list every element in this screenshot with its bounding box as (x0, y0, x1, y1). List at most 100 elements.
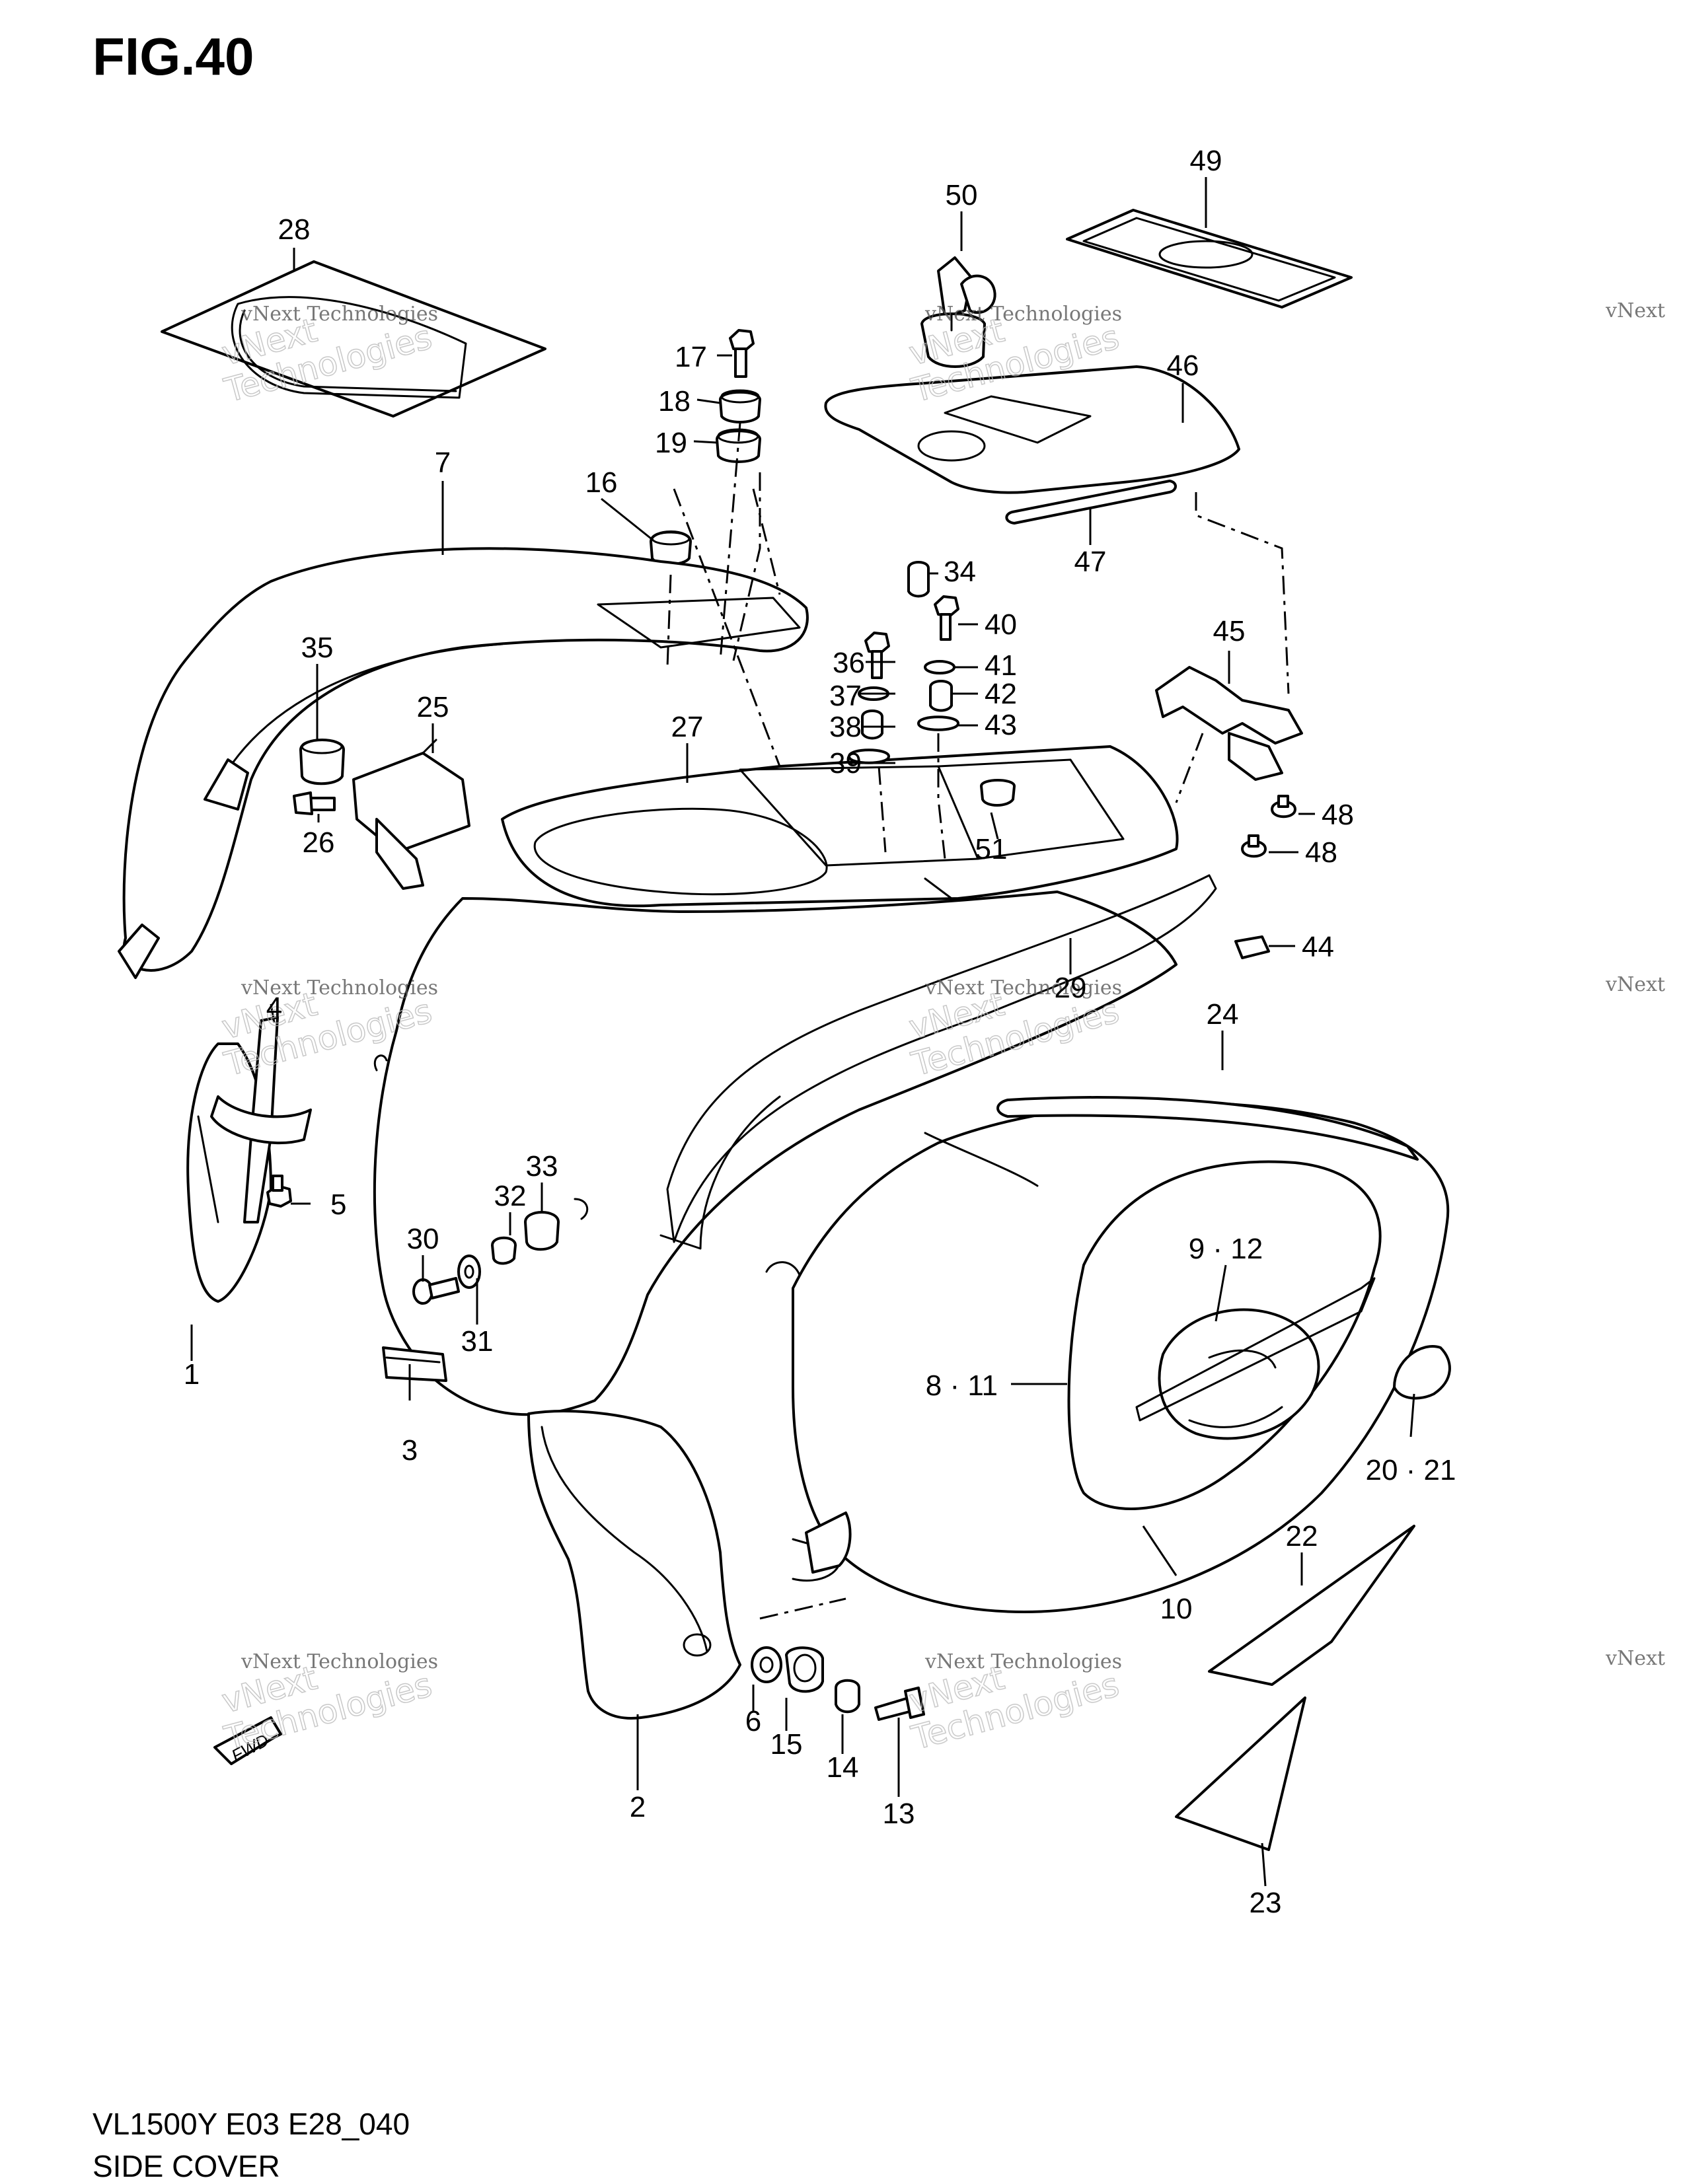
part-23-decal (1175, 1696, 1306, 1851)
part-19-cushion (716, 428, 761, 463)
callout-16: 16 (585, 466, 618, 499)
callout-8-11: 8 · 11 (926, 1369, 998, 1402)
figure-title: FIG.40 (93, 27, 254, 86)
callout-45: 45 (1213, 615, 1246, 647)
part-24-molding (996, 1096, 1419, 1161)
model-code: VL1500Y E03 E28_040 (93, 2107, 410, 2141)
part-25-bracket (352, 739, 470, 890)
callout-22: 22 (1286, 1520, 1318, 1552)
callout-14: 14 (827, 1751, 859, 1784)
part-16-cushion (650, 530, 692, 565)
watermark-text: vNext (1605, 299, 1665, 322)
callout-25: 25 (417, 691, 449, 723)
callout-50: 50 (946, 179, 978, 211)
watermark-text: vNext Technologies (241, 976, 438, 1000)
part-17-bolt (729, 329, 755, 378)
callout-15: 15 (770, 1728, 803, 1761)
callout-48b: 48 (1305, 836, 1337, 869)
part-44-clip (1234, 935, 1270, 959)
callout-2: 2 (630, 1791, 646, 1823)
part-4-grommet-strip (210, 1016, 312, 1223)
part-28-seat-pad (161, 260, 546, 418)
part-6-washer (751, 1646, 782, 1683)
part-14-collar (835, 1679, 860, 1714)
part-45-bracket (1155, 666, 1303, 781)
part-33-32-spacers (491, 1198, 589, 1265)
part-20-21-reflector (1393, 1345, 1451, 1400)
callout-34: 34 (944, 556, 976, 588)
callout-4: 4 (266, 992, 282, 1024)
callout-28: 28 (278, 213, 311, 246)
callout-7: 7 (435, 447, 451, 479)
callout-3: 3 (402, 1434, 418, 1467)
callout-27: 27 (671, 711, 704, 743)
callout-42: 42 (985, 678, 1017, 710)
callout-23: 23 (1250, 1887, 1282, 1919)
callout-51: 51 (975, 833, 1008, 865)
part-15-grommet (785, 1646, 824, 1693)
callout-46: 46 (1167, 349, 1199, 382)
callout-5: 5 (330, 1188, 346, 1221)
callout-40: 40 (985, 608, 1017, 641)
part-5-bolt (266, 1175, 292, 1208)
section-name: SIDE COVER (93, 2149, 280, 2183)
part-47-strip (1005, 480, 1177, 525)
callout-39: 39 (829, 747, 862, 780)
part-26-bolt (293, 791, 336, 815)
callout-38: 38 (829, 711, 862, 743)
callout-13: 13 (883, 1798, 915, 1830)
part-3-pad (382, 1346, 447, 1382)
callout-leader-lines (190, 177, 1415, 1887)
callout-19: 19 (655, 427, 687, 459)
callout-32: 32 (494, 1180, 527, 1212)
callout-37: 37 (829, 680, 862, 712)
callout-36: 36 (833, 647, 865, 679)
watermark-text: vNext Technologies (924, 303, 1122, 326)
part-50-lock (920, 256, 996, 368)
callout-17: 17 (675, 341, 707, 373)
part-49-seal (1066, 209, 1353, 309)
callout-30: 30 (407, 1223, 439, 1255)
part-30-screw (412, 1277, 460, 1305)
callout-1: 1 (184, 1358, 200, 1391)
callout-41: 41 (985, 649, 1017, 682)
callout-18: 18 (658, 385, 691, 418)
part-18-cushion (719, 389, 761, 423)
part-31-washer (457, 1255, 481, 1289)
callout-9-12: 9 · 12 (1189, 1233, 1263, 1265)
callout-47: 47 (1074, 546, 1107, 578)
part-13-bolt (874, 1687, 925, 1721)
callout-44: 44 (1302, 931, 1334, 963)
watermark-text: vNext (1605, 973, 1665, 996)
watermark-text: vNext (1605, 1647, 1665, 1670)
callout-31: 31 (461, 1325, 494, 1358)
callout-43: 43 (985, 709, 1017, 741)
part-29-side-main-cover (373, 874, 1217, 1416)
callout-20-21: 20 · 21 (1366, 1454, 1456, 1486)
part-51-cushion (980, 779, 1016, 807)
part-7-rear-fender (118, 547, 809, 979)
callout-35: 35 (301, 632, 334, 664)
part-35-cushion (299, 739, 345, 785)
parts-34-43-stack (848, 561, 959, 764)
part-22-decal (1208, 1525, 1415, 1686)
callout-48a: 48 (1322, 799, 1354, 831)
watermark-text: vNext Technologies (924, 1650, 1122, 1673)
watermark-text: vNext Technologies (924, 976, 1122, 1000)
callout-6: 6 (745, 1705, 761, 1737)
part-9-12-emblem (1135, 1277, 1376, 1440)
callout-49: 49 (1190, 145, 1222, 177)
watermark-text: vNext Technologies (241, 1650, 438, 1673)
part-2-front-cover (527, 1410, 741, 1720)
callout-29: 29 (1055, 972, 1087, 1004)
part-48-bolts (1241, 795, 1296, 858)
callout-26: 26 (303, 826, 335, 859)
part-46-cover-plate (824, 365, 1240, 494)
callout-33: 33 (526, 1150, 558, 1183)
callout-10: 10 (1160, 1593, 1193, 1625)
assembly-dash-lines (666, 422, 1290, 1620)
watermark-text: vNext Technologies (241, 303, 438, 326)
